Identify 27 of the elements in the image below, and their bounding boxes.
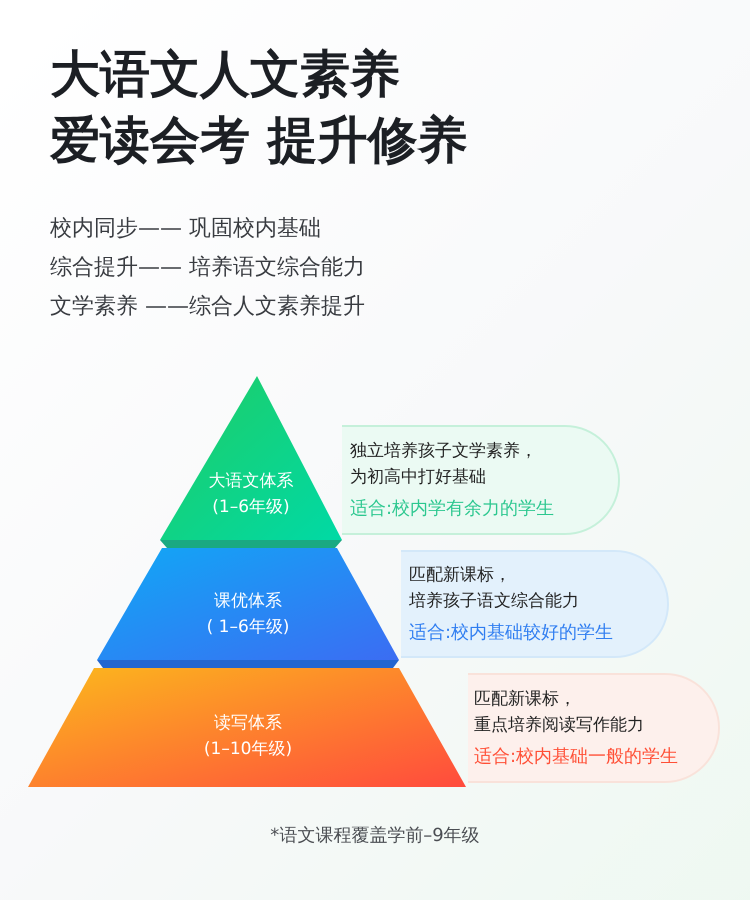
subtitle-line: 文学素养 ——综合人文素养提升 — [50, 293, 365, 321]
info-pill — [468, 673, 720, 783]
title: 大语文人文素养 — [50, 44, 400, 105]
footnote: *语文课程覆盖学前–9年级 — [269, 824, 481, 848]
tier-label: 大语文体系 — [208, 470, 294, 493]
description-text: 独立培养孩子文学素养， — [350, 440, 537, 463]
subtitle-line: 综合提升—— 培养语文综合能力 — [50, 254, 365, 282]
suitability-text: 适合:校内基础一般的学生 — [474, 745, 678, 769]
tier-label: 课优体系 — [214, 590, 282, 613]
description-text: 为初高中打好基础 — [350, 466, 486, 489]
pyramid-tier — [95, 548, 401, 669]
info-pill — [401, 550, 669, 658]
description-text: 重点培养阅读写作能力 — [474, 714, 644, 737]
suitability-text: 适合:校内学有余力的学生 — [350, 497, 554, 521]
tier-label: (1–10年级) — [204, 738, 292, 761]
pyramid-tier — [160, 376, 342, 549]
title: 爱读会考 提升修养 — [50, 110, 468, 171]
pyramid-tier — [28, 668, 468, 788]
tier-label: 读写体系 — [214, 712, 282, 735]
suitability-text: 适合:校内基础较好的学生 — [409, 621, 614, 645]
description-text: 匹配新课标， — [474, 688, 576, 711]
description-text: 匹配新课标， — [409, 564, 511, 587]
tier-label: (1–6年级) — [212, 496, 290, 519]
description-text: 培养孩子语文综合能力 — [409, 590, 579, 613]
subtitle-line: 校内同步—— 巩固校内基础 — [50, 215, 321, 243]
info-pill — [342, 425, 620, 535]
tier-label: ( 1–6年级) — [206, 616, 290, 639]
